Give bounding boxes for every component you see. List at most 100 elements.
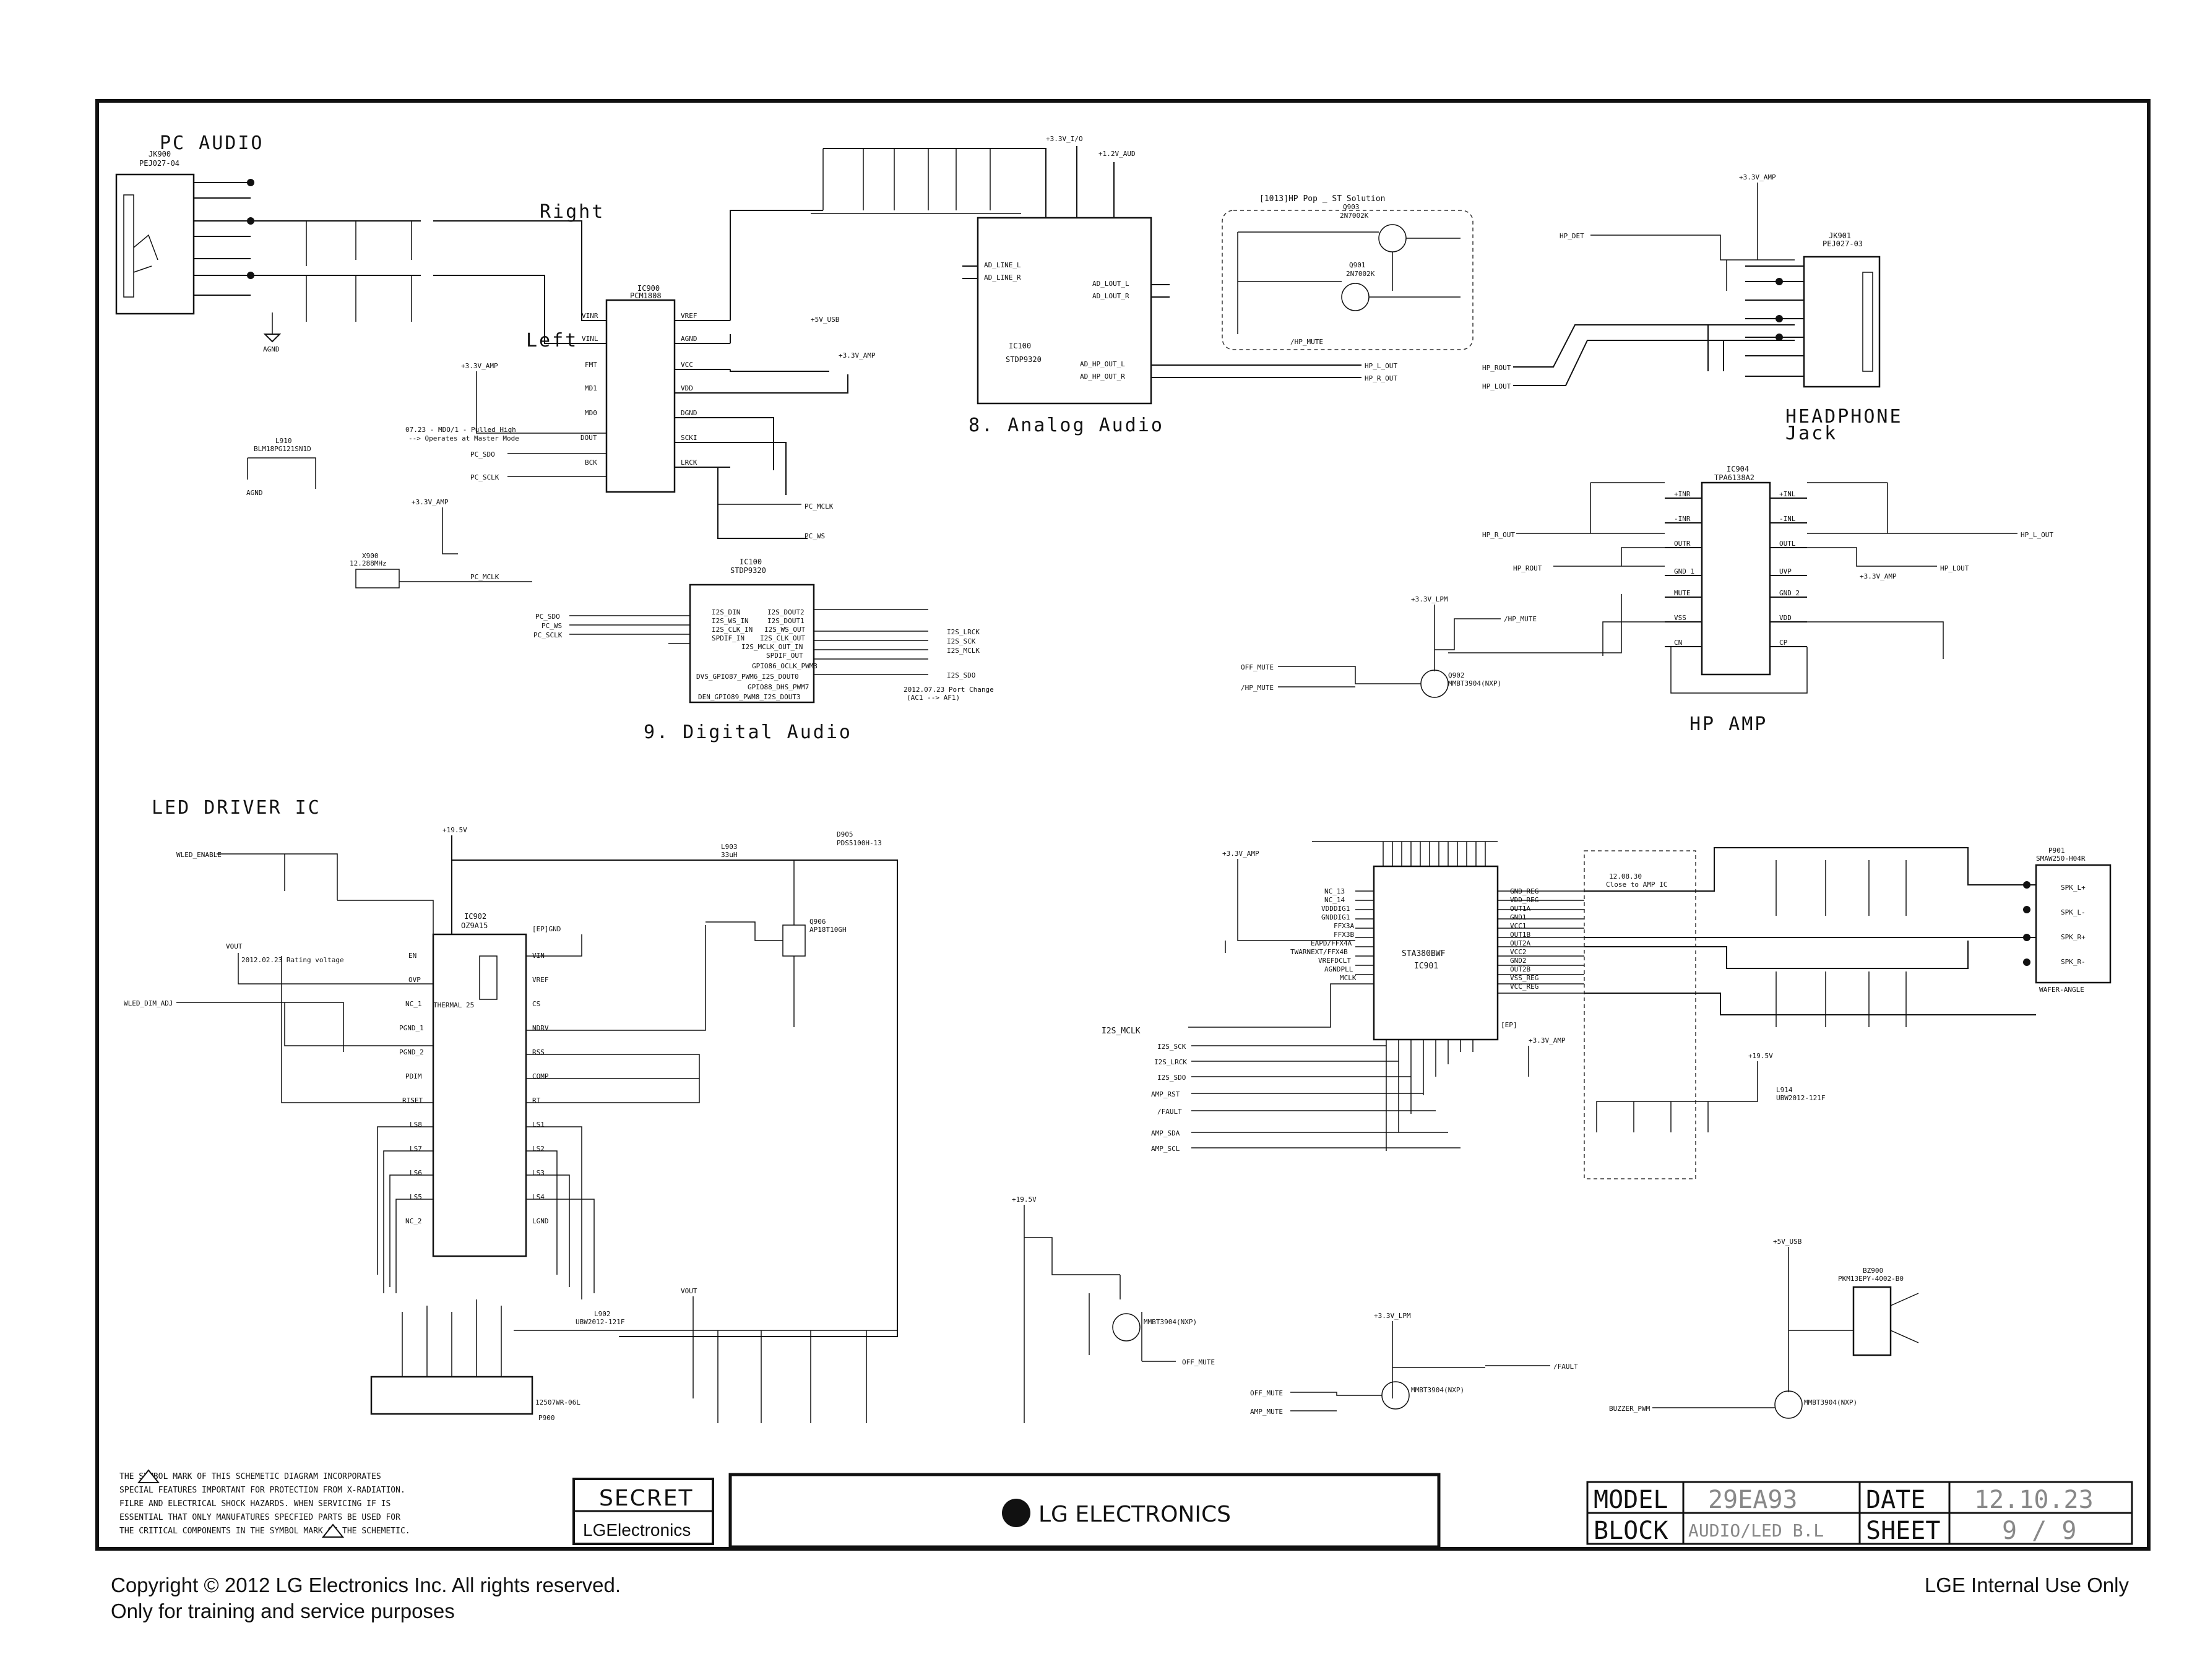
- i2s-lrck-label-spk: I2S_LRCK: [1154, 1058, 1187, 1066]
- ic904-pin-inl-p: +INL: [1779, 490, 1796, 498]
- ic900-pin-vinr: VINR: [582, 312, 598, 320]
- ic901-pin-gnd2: GND2: [1510, 957, 1527, 965]
- hp-out-traces: [1213, 364, 1361, 378]
- jk901-ref: JK901: [1829, 231, 1851, 240]
- hp-pop-solution: [1013]HP Pop _ ST Solution Q903 2N7002K …: [1222, 194, 1474, 350]
- q903-ref: Q903: [1343, 203, 1360, 211]
- ic904-pin-inr-p: +INR: [1674, 490, 1691, 498]
- g906-ref: Q906: [809, 918, 826, 926]
- safety-line-4: ESSENTIAL THAT ONLY MANUFATURES SPECFIED…: [119, 1513, 400, 1522]
- safety-line-3: FILRE AND ELECTRICAL SHOCK HAZARDS. WHEN…: [119, 1499, 391, 1509]
- ic904-pin-outl: OUTL: [1779, 540, 1796, 548]
- q980-part: MMBT3904(NXP): [1804, 1398, 1857, 1406]
- ic900-pin-lrck: LRCK: [681, 459, 697, 467]
- vout-label-led: VOUT: [226, 942, 243, 950]
- i2s-sck-label-spk: I2S_SCK: [1157, 1043, 1186, 1051]
- agnd-symbol: [263, 334, 282, 343]
- v33-lpm-label-2: +3.3V_LPM: [1374, 1312, 1411, 1320]
- ic902-part: OZ9A15: [461, 921, 488, 930]
- ic900-pin-vinl: VINL: [582, 335, 598, 343]
- hp-mute-label-q902: /HP_MUTE: [1241, 684, 1274, 692]
- hp-amp-block: IC904 TPA6138A2 +INR -INR OUTR GND_1 MUT…: [1482, 465, 2053, 735]
- ic904-pin-inl-m: -INL: [1779, 515, 1796, 523]
- q903-part: 2N7002K: [1340, 212, 1369, 220]
- ic900-pin-scki: SCKI: [681, 434, 697, 442]
- hp-det-trace: [1590, 183, 1795, 291]
- hp-lout-label-amp: HP_LOUT: [1940, 564, 1969, 572]
- p901-connector: P901 SMAW250-H04R SPK_L+ SPK_L- SPK_R+ S…: [2023, 846, 2112, 994]
- vout-output-caps: [693, 1296, 867, 1423]
- ic100-analog-part: STDP9320: [1006, 355, 1042, 364]
- agnd-label-2: AGND: [246, 489, 263, 497]
- model-value: 29EA93: [1708, 1486, 1798, 1514]
- off-mute-circuit: +19.5V MMBT3904(NXP) OFF_MUTE +3.3V_LPM …: [1012, 1195, 1578, 1423]
- ic904-pin-gnd1: GND_1: [1674, 567, 1694, 575]
- hp-det-label: HP_DET: [1560, 232, 1584, 240]
- ic902-pin-nc1: NC_1: [405, 1000, 422, 1008]
- ic901-ep: [EP]: [1501, 1021, 1517, 1029]
- hp-amp-title: HP AMP: [1689, 713, 1767, 735]
- pc-audio-block: PC AUDIO JK900 PEJ027-04 Right Left AGND…: [115, 132, 606, 497]
- v33-lpm-label: +3.3V_LPM: [1411, 595, 1448, 603]
- ic100-dpin-gpio87: DVS_GPIO87_PWM6_I2S_DOUT0: [696, 673, 799, 681]
- ic902-pin-rss: RSS: [532, 1048, 545, 1056]
- ic100-dpin-gpio88: GPIO88_DHS_PWM7: [748, 683, 809, 691]
- q902-part: MMBT3904(NXP): [1448, 679, 1501, 687]
- l914-ref: L914: [1776, 1086, 1793, 1094]
- ic902-pin-cs: CS: [532, 1000, 540, 1008]
- jk900-ref: JK900: [149, 150, 171, 158]
- v33-amp-label-hpamp: +3.3V_AMP: [1860, 572, 1897, 580]
- pc-ws-label-dig: PC_WS: [542, 622, 562, 630]
- amp-sda-label: AMP_SDA: [1151, 1129, 1180, 1137]
- ic904-pin-cn: CN: [1674, 639, 1682, 647]
- p900-connector: P900 12507WR-06L: [370, 1299, 580, 1422]
- ic902-pin-comp: COMP: [532, 1072, 549, 1080]
- jk901-part: PEJ027-03: [1823, 239, 1863, 248]
- jk900-part: PEJ027-04: [139, 159, 179, 168]
- ic902-pin-ovp: OVP: [408, 976, 421, 984]
- ic100-pin-ad-line-r: AD_LINE_R: [984, 274, 1021, 282]
- hp-mute-label-amp: /HP_MUTE: [1504, 615, 1537, 623]
- ic904-part: TPA6138A2: [1714, 473, 1754, 482]
- q902-ref: Q902: [1448, 671, 1465, 679]
- lg-logo-box: LG ELECTRONICS: [728, 1473, 1441, 1549]
- pc-sclk-label: PC_SCLK: [470, 473, 499, 481]
- v195-label-spk: +19.5V: [1748, 1052, 1773, 1060]
- ic901-pin-vcc2: VCC2: [1510, 948, 1527, 956]
- title-block-table: MODEL 29EA93 DATE 12.10.23 BLOCK AUDIO/L…: [1586, 1481, 2133, 1545]
- ic901-pin-out2a: OUT2A: [1510, 939, 1530, 947]
- hp-rout-label-amp: HP_ROUT: [1513, 564, 1542, 572]
- amp-mute-label: AMP_MUTE: [1250, 1408, 1283, 1416]
- hp-lr-traces: [1513, 324, 1795, 386]
- mdo-note: 07.23 - MDO/1 - Pulled High: [405, 426, 516, 434]
- ic100-dpin-gpio86: GPIO86_OCLK_PWM3: [752, 662, 818, 670]
- ic904-ref: IC904: [1727, 465, 1749, 473]
- bz900-ref: BZ900: [1863, 1267, 1883, 1275]
- amp-scl-label: AMP_SCL: [1151, 1145, 1180, 1153]
- i2s-sdo-label-spk: I2S_SDO: [1157, 1074, 1186, 1082]
- lg-small-label: LGElectronics: [583, 1520, 691, 1540]
- ic902-pin-vref: VREF: [532, 976, 549, 984]
- digital-audio-block: IC100 STDP9320 I2S_DIN I2S_WS_IN I2S_CLK…: [533, 558, 994, 743]
- analog-audio-title: 8. Analog Audio: [969, 415, 1164, 436]
- ic904-pin-mute: MUTE: [1674, 589, 1691, 597]
- safety-notice: THE SYMBOL MARK OF THIS SCHEMETIC DIAGRA…: [119, 1469, 410, 1538]
- l902-ref: L902: [594, 1310, 611, 1318]
- warning-triangle-icon: [137, 1469, 160, 1483]
- v33-amp-rail-pc: [476, 371, 606, 434]
- ic901-pin-mclk: MCLK: [1340, 974, 1357, 982]
- ic902-pin-pgnd2: PGND_2: [399, 1048, 424, 1056]
- ic901-pin-nc13: NC_13: [1324, 887, 1345, 895]
- buzzer-pwm-label: BUZZER_PWM: [1609, 1405, 1650, 1413]
- hp-pop-title: [1013]HP Pop _ ST Solution: [1259, 194, 1386, 204]
- ic900-pin-agnd: AGND: [681, 335, 697, 343]
- p900-part: 12507WR-06L: [535, 1398, 580, 1406]
- ic902-pin-ls7: LS7: [410, 1145, 422, 1153]
- pc-ws-label: PC_WS: [805, 532, 825, 540]
- ic900-chip: IC900 PCM1808 VREF AGND VCC VDD DGND SCK…: [580, 284, 730, 493]
- vout-label-out: VOUT: [681, 1287, 697, 1295]
- p901-pin-spk-l-minus: SPK_L-: [2061, 908, 2086, 916]
- pc-sdo-label-dig: PC_SDO: [535, 613, 560, 621]
- pc-sdo-label: PC_SDO: [470, 450, 495, 459]
